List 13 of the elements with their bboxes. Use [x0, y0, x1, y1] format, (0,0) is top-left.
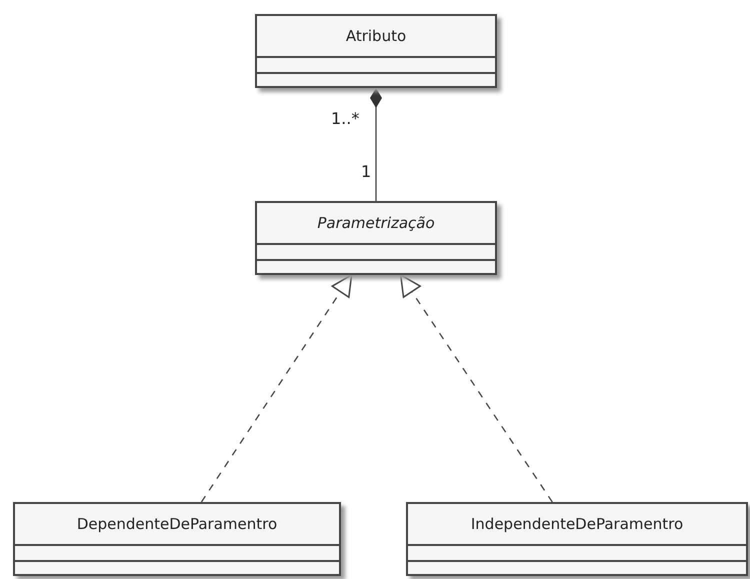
class-box — [255, 201, 497, 275]
class-name: DependenteDeParamentro — [15, 504, 339, 546]
realization-arrow — [200, 274, 352, 502]
realization-arrow — [400, 274, 553, 502]
class-name: Parametrização — [257, 203, 495, 245]
composition-line — [370, 88, 382, 201]
class-box — [406, 502, 748, 576]
multiplicity-label: 1 — [361, 163, 372, 181]
multiplicity-label: 1..* — [331, 110, 360, 128]
class-box — [13, 502, 341, 576]
class-box — [255, 14, 497, 88]
class-name: IndependenteDeParamentro — [408, 504, 746, 546]
class-name: Atributo — [257, 16, 495, 58]
